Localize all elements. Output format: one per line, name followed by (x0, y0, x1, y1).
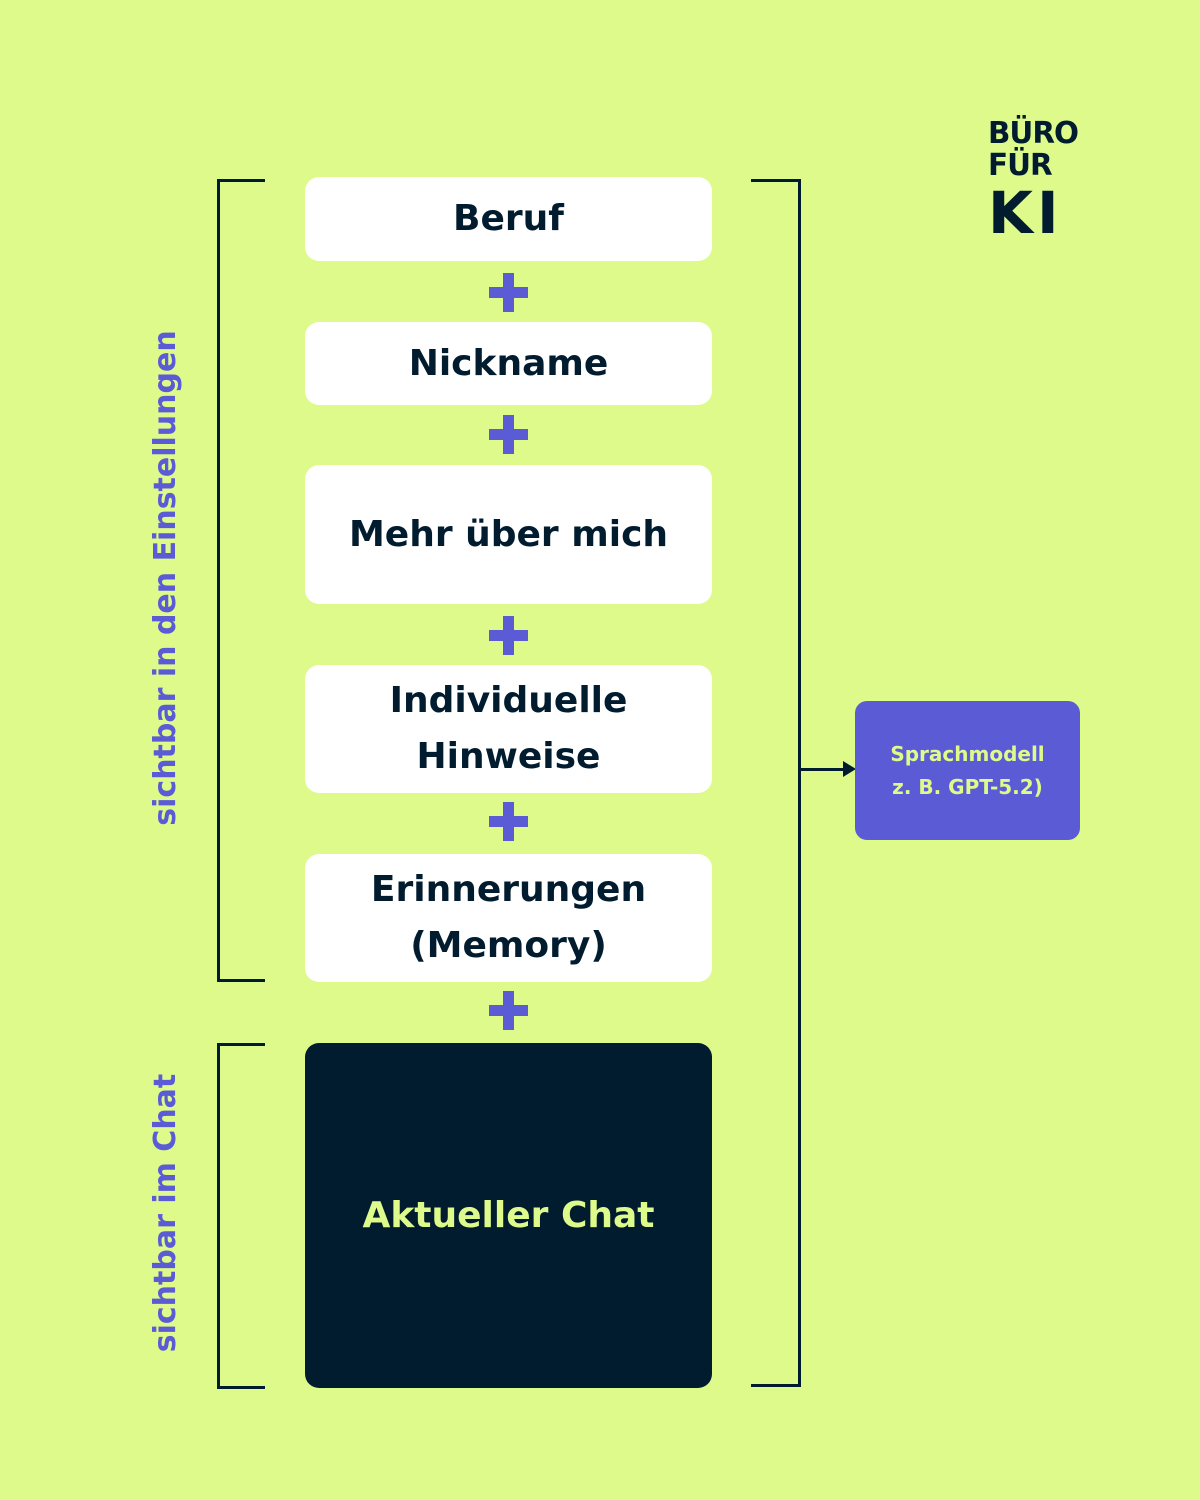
box-beruf: Beruf (305, 177, 712, 261)
box-individuelle-hinweise: Individuelle Hinweise (305, 665, 712, 793)
box-hinweise-line-2: Hinweise (416, 736, 601, 777)
logo-line-2: FÜR (988, 148, 1053, 183)
logo-line-1: BÜRO (988, 116, 1079, 151)
model-line-1: Sprachmodell (890, 741, 1045, 766)
plus-icon (489, 415, 528, 454)
context-bracket (751, 179, 801, 1387)
box-hinweise-line-1: Individuelle (389, 680, 628, 721)
language-model-box: Sprachmodell z. B. GPT-5.2) (855, 701, 1080, 840)
arrow-right-icon (843, 761, 856, 777)
bureau-logo: BÜRO FÜR KI (988, 118, 1083, 246)
settings-bracket (217, 179, 265, 982)
box-erinnerungen-line-1: Erinnerungen (370, 869, 647, 910)
box-chat-label: Aktueller Chat (362, 1194, 655, 1236)
box-mehr-label: Mehr über mich (348, 513, 669, 555)
box-beruf-label: Beruf (453, 198, 564, 239)
logo-line-3: KI (988, 179, 1063, 247)
plus-icon (489, 991, 528, 1030)
box-erinnerungen: Erinnerungen (Memory) (305, 854, 712, 982)
box-erinnerungen-line-2: (Memory) (410, 925, 607, 966)
arrow-line (801, 768, 845, 771)
plus-icon (489, 802, 528, 841)
chat-visibility-label: sichtbar im Chat (148, 1073, 183, 1353)
plus-icon (489, 616, 528, 655)
box-nickname-label: Nickname (408, 342, 609, 384)
plus-icon (489, 273, 528, 312)
box-nickname: Nickname (305, 322, 712, 405)
chat-bracket (217, 1043, 265, 1389)
box-mehr-ueber-mich: Mehr über mich (305, 465, 712, 604)
settings-visibility-label: sichtbar in den Einstellungen (148, 330, 183, 826)
model-line-2: z. B. GPT-5.2) (892, 774, 1043, 799)
box-aktueller-chat: Aktueller Chat (305, 1043, 712, 1388)
